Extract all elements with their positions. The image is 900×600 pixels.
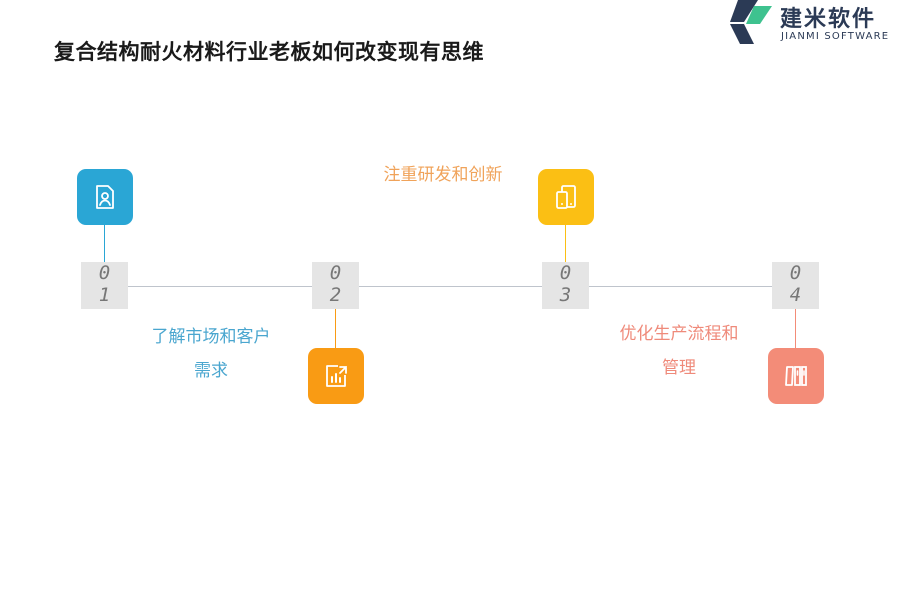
step-number-4: 0 4	[772, 262, 819, 309]
step-3-digit-1: 0	[559, 262, 572, 284]
step-1-icon-box	[77, 169, 133, 225]
logo-mark-icon	[730, 0, 772, 44]
person-document-icon	[96, 185, 114, 209]
step-2-digit-2: 2	[329, 284, 342, 306]
step-4-label-line-1: 优化生产流程和	[619, 324, 739, 344]
step-4-label: 优化生产流程和 管理	[604, 317, 754, 385]
step-1-connector	[104, 224, 105, 262]
step-2-label-line-1: 注重研发和创新	[383, 165, 503, 185]
devices-icon	[556, 185, 576, 209]
step-number-1: 0 1	[81, 262, 128, 309]
step-3-digit-2: 3	[559, 284, 572, 306]
step-3-connector	[565, 224, 566, 262]
logo-name: 建米软件	[780, 7, 877, 32]
step-4-digit-1: 0	[789, 262, 802, 284]
step-1-label-line-2: 需求	[194, 361, 228, 381]
step-4-digit-2: 4	[789, 284, 802, 306]
bar-chart-arrow-icon	[326, 365, 347, 387]
step-2-digit-1: 0	[329, 262, 342, 284]
step-1-digit-2: 1	[98, 284, 111, 306]
step-2-connector	[335, 309, 336, 349]
step-1-label-line-1: 了解市场和客户	[151, 327, 271, 347]
step-4-label-line-2: 管理	[662, 358, 696, 378]
step-number-3: 0 3	[542, 262, 589, 309]
step-number-2: 0 2	[312, 262, 359, 309]
step-4-connector	[795, 309, 796, 349]
step-1-label: 了解市场和客户 需求	[136, 320, 286, 388]
step-3-icon-box	[538, 169, 594, 225]
brand-logo: 建米软件 JIANMI SOFTWARE	[724, 0, 900, 48]
step-4-icon-box	[768, 348, 824, 404]
page-title: 复合结构耐火材料行业老板如何改变现有思维	[54, 39, 484, 64]
step-2-icon-box	[308, 348, 364, 404]
columns-icon	[785, 366, 807, 386]
step-2-label: 注重研发和创新	[368, 158, 518, 192]
timeline-line	[128, 286, 774, 287]
logo-subtitle: JIANMI SOFTWARE	[781, 31, 890, 42]
step-1-digit-1: 0	[98, 262, 111, 284]
